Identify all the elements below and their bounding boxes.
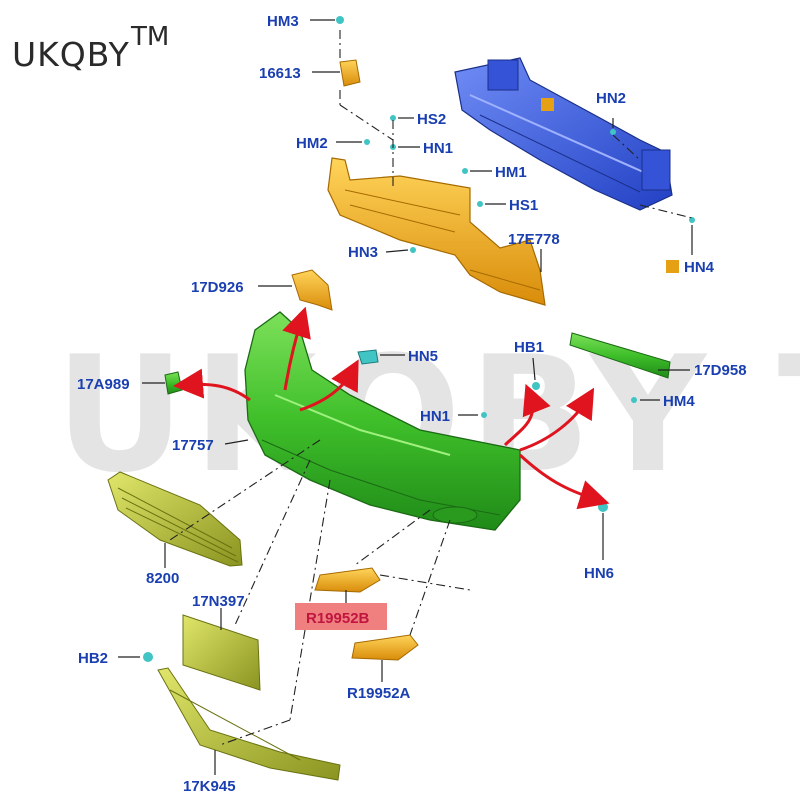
bezel-r19952b <box>314 567 381 593</box>
label-r19952b: R19952B <box>306 610 370 627</box>
label-16613: 16613 <box>259 65 301 82</box>
brand-logo: UKQBY TM <box>12 22 169 74</box>
bumper-cover <box>244 311 521 531</box>
label-hm1: HM1 <box>495 164 527 181</box>
label-hs1: HS1 <box>509 197 538 214</box>
bracket-17d926 <box>291 269 333 311</box>
reinforcement-marker-square <box>541 98 554 111</box>
label-hm2: HM2 <box>296 135 328 152</box>
license-bracket-17n397 <box>182 614 261 691</box>
lower-trim-17k945 <box>157 667 341 781</box>
brand-trademark: TM <box>130 22 169 52</box>
grille-8200 <box>107 471 243 567</box>
fastener-hm3 <box>336 16 344 24</box>
label-hn3: HN3 <box>348 244 378 261</box>
label-17n397: 17N397 <box>192 593 245 610</box>
bezel-r19952a <box>351 634 419 661</box>
label-r19952a: R19952A <box>347 685 411 702</box>
leader-lines <box>118 19 693 775</box>
label-17d958: 17D958 <box>694 362 747 379</box>
label-17a989: 17A989 <box>77 376 130 393</box>
fastener-hm2 <box>364 139 370 145</box>
callout-labels: HM3 16613 HS2 HM2 HN1 HM1 HS1 HN3 17E778… <box>77 13 747 795</box>
direction-arrows <box>173 306 610 510</box>
deflector-17d958 <box>569 332 671 379</box>
label-hn1-top: HN1 <box>423 140 453 157</box>
label-17k945: 17K945 <box>183 778 236 795</box>
brand-name: UKQBY <box>12 35 130 74</box>
fastener-hb2 <box>143 652 153 662</box>
energy-absorber <box>327 157 546 306</box>
fastener-hn2 <box>610 129 616 135</box>
label-17d926: 17D926 <box>191 279 244 296</box>
hn4-marker-square <box>666 260 679 273</box>
fastener-hn1-mid <box>481 412 487 418</box>
clip-hn5 <box>357 349 379 365</box>
fastener-hm1 <box>462 168 468 174</box>
label-hb1: HB1 <box>514 339 544 356</box>
label-hs2: HS2 <box>417 111 446 128</box>
label-hb2: HB2 <box>78 650 108 667</box>
bracket-16613 <box>339 59 361 87</box>
label-17e778: 17E778 <box>508 231 560 248</box>
fastener-hs2 <box>390 115 396 121</box>
label-hm3: HM3 <box>267 13 299 30</box>
fastener-hs1 <box>477 201 483 207</box>
fastener-hb1 <box>532 382 540 390</box>
label-hm4: HM4 <box>663 393 695 410</box>
highlight-r19952b <box>295 603 387 630</box>
fastener-hn6 <box>598 502 608 512</box>
label-hn6: HN6 <box>584 565 614 582</box>
label-hn1-mid: HN1 <box>420 408 450 425</box>
assembly-lines <box>169 30 693 746</box>
fastener-hn4 <box>689 217 695 223</box>
label-hn4: HN4 <box>684 259 715 276</box>
bumper-reinforcement-beam <box>454 57 673 211</box>
label-hn2: HN2 <box>596 90 626 107</box>
label-hn5: HN5 <box>408 348 438 365</box>
label-17757: 17757 <box>172 437 214 454</box>
fastener-hn3 <box>410 247 416 253</box>
fastener-hm4 <box>631 397 637 403</box>
label-8200: 8200 <box>146 570 179 587</box>
